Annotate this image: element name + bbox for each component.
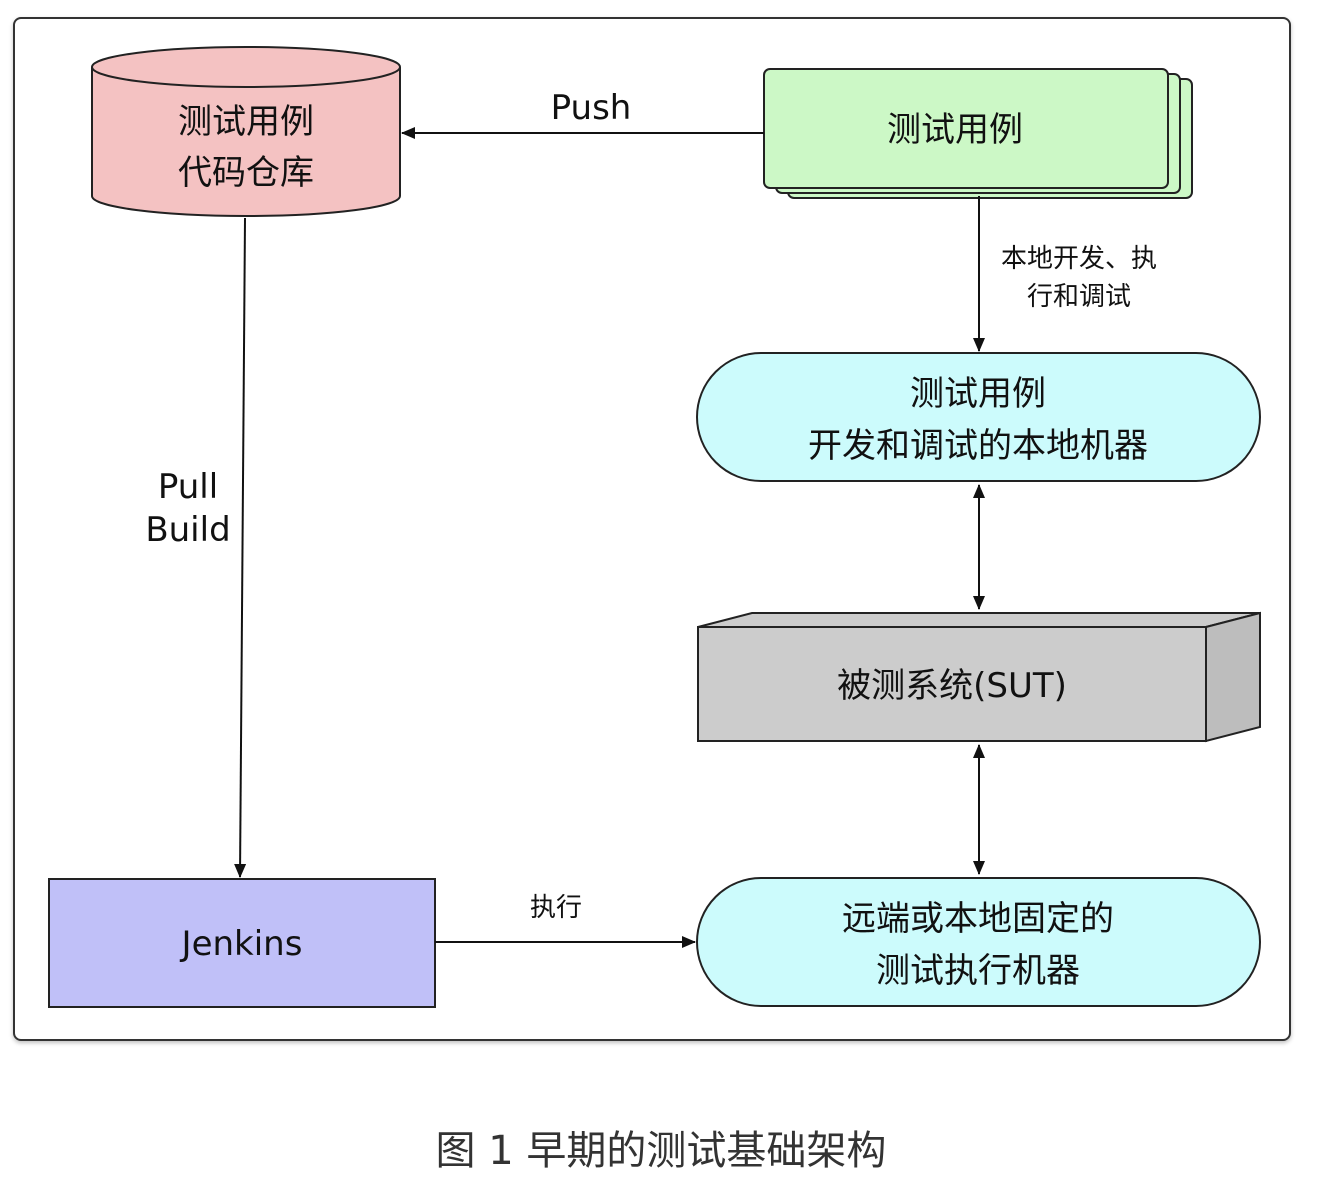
dev-machine-shape	[696, 352, 1261, 482]
testcases-label: 测试用例	[887, 110, 1023, 150]
figure-caption: 图 1 早期的测试基础架构	[435, 1128, 887, 1174]
sut-front-face	[697, 626, 1207, 742]
build-label: Build	[145, 510, 230, 550]
repo-label-line1: 测试用例	[178, 102, 314, 142]
exec-machine-shape	[696, 877, 1261, 1007]
repo-node: 测试用例 代码仓库	[91, 46, 401, 217]
push-label: Push	[551, 88, 632, 128]
exec-machine-node: 远端或本地固定的 测试执行机器	[696, 877, 1261, 1007]
repo-cylinder-body	[91, 67, 401, 217]
local-dev-label-line2: 行和调试	[1027, 282, 1131, 312]
jenkins-shape	[48, 878, 436, 1008]
repo-cylinder-top	[91, 46, 401, 88]
sut-side-face	[1205, 611, 1261, 743]
dev-machine-node: 测试用例 开发和调试的本地机器	[696, 352, 1261, 482]
repo-label-line2: 代码仓库	[178, 153, 314, 193]
jenkins-node: Jenkins	[48, 878, 436, 1008]
exec-machine-label-line1: 远端或本地固定的	[842, 899, 1114, 939]
sut-label: 被测系统(SUT)	[837, 666, 1067, 706]
sut-node: 被测系统(SUT)	[697, 611, 1261, 743]
sut-top-face	[697, 612, 1261, 628]
pull-label: Pull	[158, 467, 218, 507]
execute-label: 执行	[530, 893, 582, 923]
testcases-stack-front	[763, 68, 1169, 189]
jenkins-label: Jenkins	[180, 924, 303, 964]
local-dev-label-line1: 本地开发、执	[1001, 244, 1157, 274]
dev-machine-label-line1: 测试用例	[910, 374, 1046, 414]
dev-machine-label-line2: 开发和调试的本地机器	[808, 426, 1148, 466]
testcases-node: 测试用例	[763, 68, 1193, 199]
exec-machine-label-line2: 测试执行机器	[876, 951, 1080, 991]
pull-build-arrow	[234, 217, 247, 878]
